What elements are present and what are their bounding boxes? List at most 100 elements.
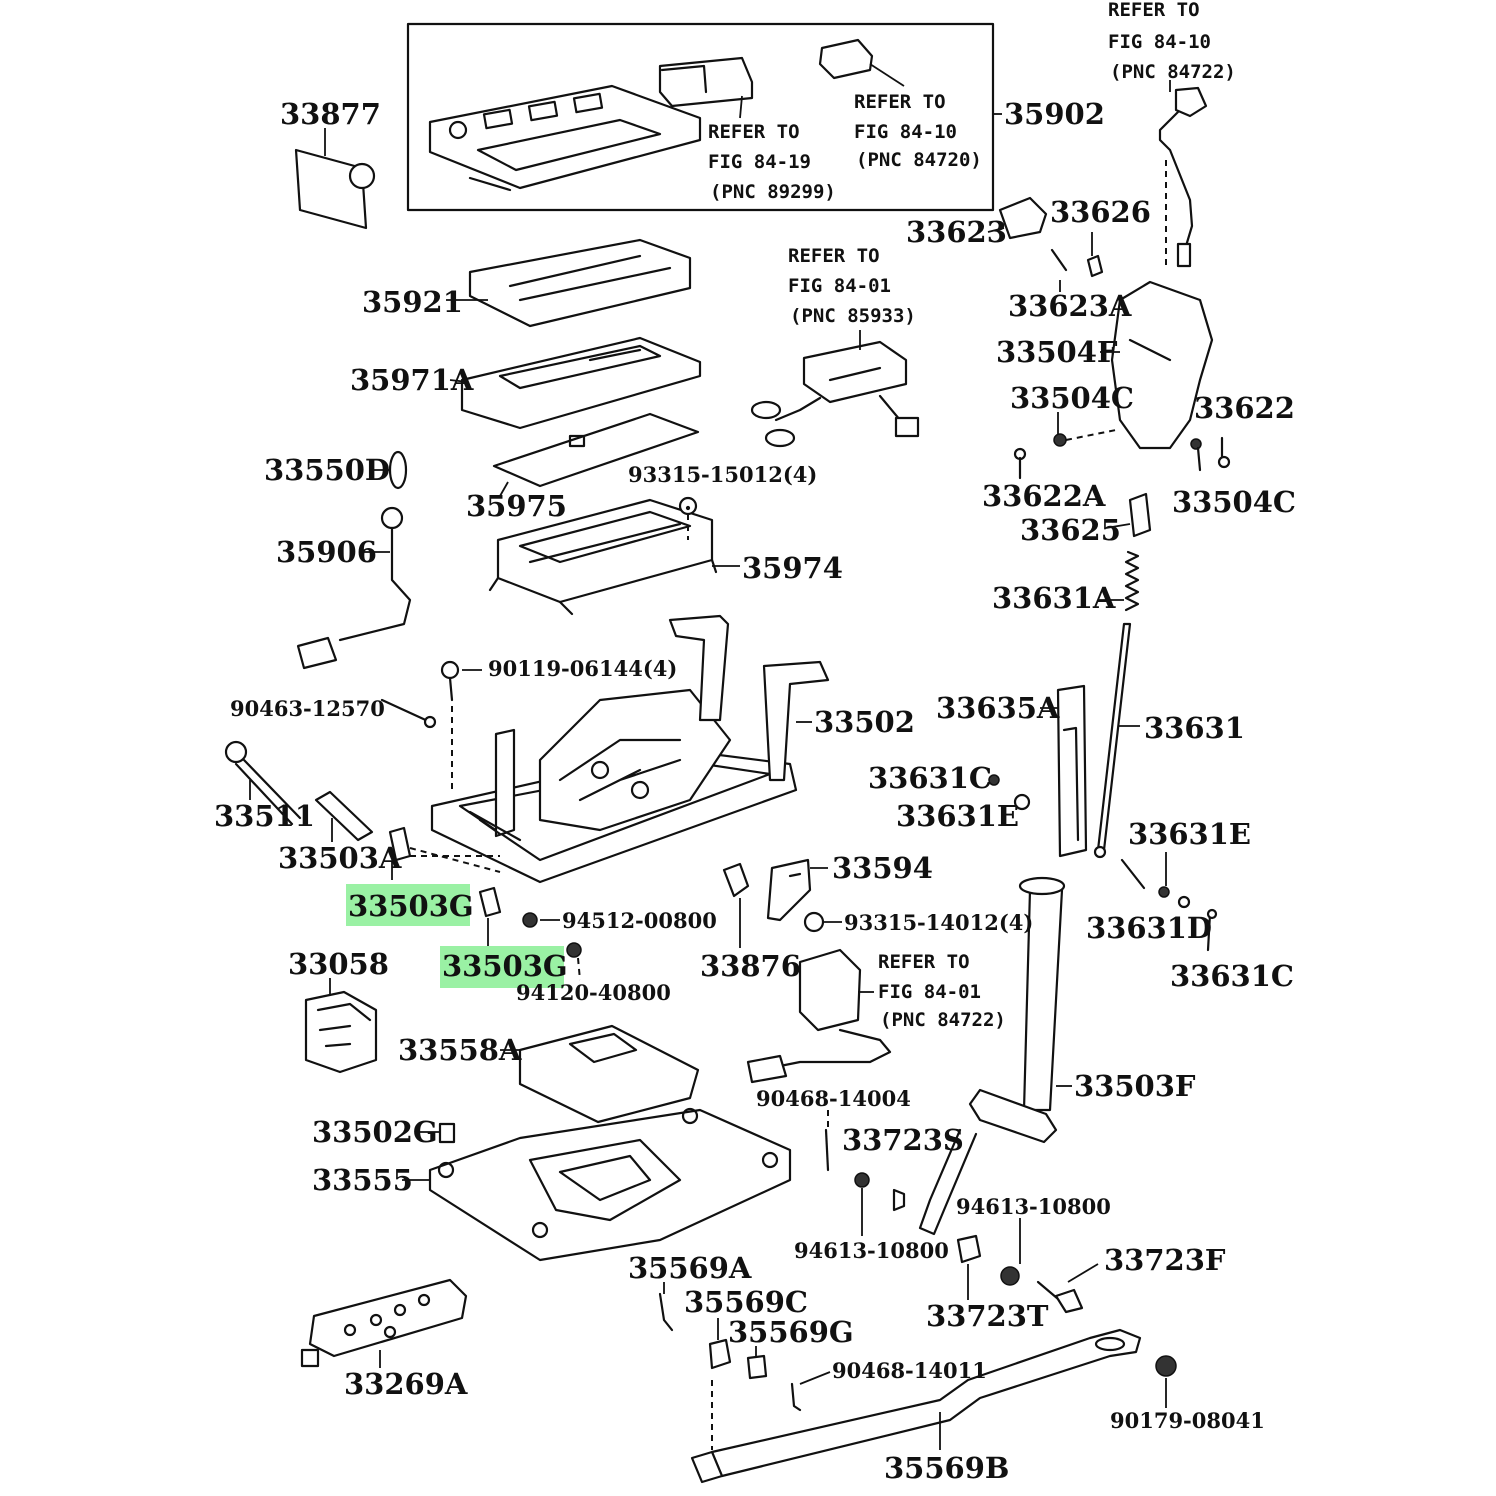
part-35569b [690,1328,1142,1484]
part-35921 [446,238,692,328]
label-33058: 33058 [288,947,389,981]
part-33625 [1105,492,1152,538]
label-33502: 33502 [814,705,915,739]
label-35971a: 35971A [350,363,474,397]
highlight-33503g-lower [440,946,564,988]
label-33625: 33625 [1020,513,1121,547]
label-33503g-lower: 33503G [442,949,568,983]
ref-fig-84-01b-line1: REFER TO [878,951,970,973]
ref-fig-84-01a-line1: REFER TO [788,245,880,267]
part-33631e-upper [1013,793,1031,811]
label-33631a: 33631A [992,581,1116,615]
label-35569a: 35569A [628,1251,752,1285]
ref-fig-84-19-line2: FIG 84-19 [708,151,811,173]
ref-fig-84-19-line1: REFER TO [708,121,800,143]
label-33876: 33876 [700,949,801,983]
part-33058 [304,978,378,1074]
label-33503a: 33503A [278,841,402,875]
part-33723t [956,1234,982,1300]
part-33504f [1100,280,1214,450]
part-33631e-lower [1120,852,1191,909]
label-33631d: 33631D [1086,911,1212,945]
label-35569b: 35569B [884,1451,1009,1485]
part-33631c-lower [1206,908,1218,952]
ref-fig-84-19: REFER TO FIG 84-19 (PNC 89299) [708,121,836,203]
label-33504c-upper: 33504C [1010,381,1134,415]
label-35569c: 35569C [684,1285,808,1319]
label-90119: 90119-06144(4) [488,656,677,681]
part-33269a [300,1278,468,1368]
part-35569c [708,1318,732,1370]
part-33626 [1086,232,1104,278]
part-33550d [372,450,408,490]
label-33877: 33877 [280,97,381,131]
part-33594 [766,858,828,922]
label-33631c-upper: 33631C [868,761,992,795]
part-33723s [892,1188,906,1212]
part-35906 [296,506,412,670]
part-90179 [1155,1355,1177,1408]
part-33631c-upper [988,774,1000,786]
ref-fig-84-10b-line1: REFER TO [1108,0,1200,21]
connector-84722 [746,948,892,1084]
label-33550d: 33550D [264,453,390,487]
part-94120 [566,942,582,981]
label-94613-left: 94613-10800 [794,1238,949,1263]
ref-fig-84-01-85933: REFER TO FIG 84-01 (PNC 85933) [788,245,916,327]
label-94613-right: 94613-10800 [956,1194,1111,1219]
label-90179: 90179-08041 [1110,1408,1265,1433]
ref-fig-84-10b-line3: (PNC 84722) [1110,61,1236,83]
label-33504c-lower: 33504C [1172,485,1296,519]
label-33635a: 33635A [936,691,1060,725]
ref-fig-84-10-84720: REFER TO FIG 84-10 (PNC 84720) [854,91,982,171]
part-35569a [658,1282,674,1332]
label-33631c-lower: 33631C [1170,959,1294,993]
label-35906: 35906 [276,535,377,569]
label-33631e-lower: 33631E [1128,817,1251,851]
label-35921: 35921 [362,285,463,319]
part-90463 [380,698,437,729]
part-33503a [388,826,501,880]
label-94120: 94120-40800 [516,980,671,1005]
part-33503g [478,886,502,946]
ref-fig-84-01a-line2: FIG 84-01 [788,275,891,297]
label-35975: 35975 [466,489,567,523]
ref-fig-84-01b-line3: (PNC 84722) [880,1009,1006,1031]
part-90468-14011 [790,1371,831,1412]
part-35569g [746,1346,768,1380]
ref-fig-84-01b-line2: FIG 84-01 [878,981,981,1003]
label-33511: 33511 [214,799,315,833]
part-33623a [1050,248,1068,292]
label-33723t: 33723T [926,1299,1049,1333]
label-94512: 94512-00800 [562,908,717,933]
label-33594: 33594 [832,851,933,885]
label-90468-14011: 90468-14011 [832,1358,987,1383]
ref-fig-84-01a-line3: (PNC 85933) [790,305,916,327]
label-33723s: 33723S [842,1123,964,1157]
part-90119 [440,660,482,790]
part-33511 [224,740,374,842]
ref-fig-84-10a-line3: (PNC 84720) [856,149,982,171]
highlight-33503g-upper [346,884,470,926]
part-33631a [1098,550,1140,612]
label-33502g: 33502G [312,1115,438,1149]
part-33723f [1036,1263,1099,1314]
ref-fig-84-10a-line2: FIG 84-10 [854,121,957,143]
part-33502 [430,614,830,884]
part-33877 [294,128,376,230]
label-90468-14004: 90468-14004 [756,1086,911,1111]
label-35902: 35902 [1004,97,1105,131]
part-33622a [1013,447,1027,480]
label-35569g: 35569G [728,1315,854,1349]
label-33723f: 33723F [1104,1243,1226,1277]
part-33876 [722,862,750,948]
part-33558a [500,1024,700,1124]
part-33504c-right [1190,438,1202,472]
part-33631 [1093,622,1140,859]
part-90468-14004 [824,1110,830,1172]
part-33622 [1217,436,1231,469]
ref-fig-84-10a-line1: REFER TO [854,91,946,113]
label-33504f: 33504F [996,335,1118,369]
ref-fig-84-10-84722: REFER TO FIG 84-10 (PNC 84722) [1108,0,1236,83]
